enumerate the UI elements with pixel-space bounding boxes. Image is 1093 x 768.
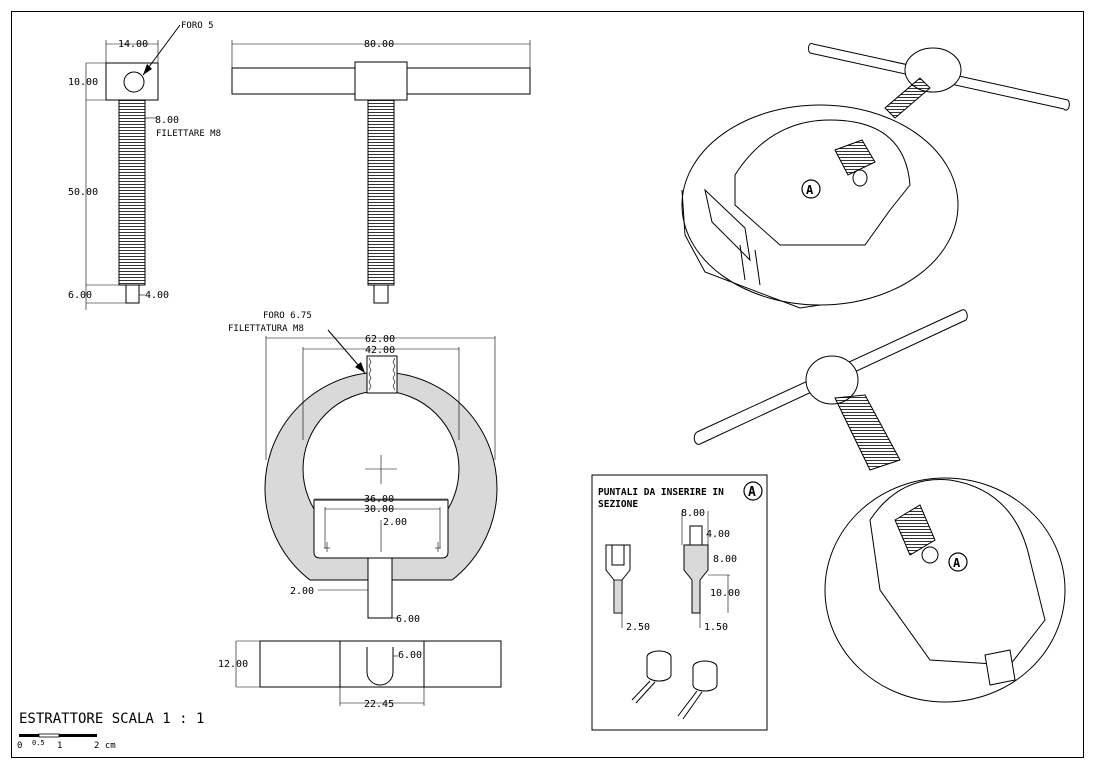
side-thread [367,99,395,286]
thread-note: FILETTARE M8 [156,129,221,139]
iso-marker-bottom: A [953,556,961,570]
dim-tip-diameter: 4.00 [145,290,169,301]
screw-tip [125,284,140,304]
callout-thread-m8: FILETTATURA M8 [228,324,304,334]
ring-threaded-hole [366,355,398,394]
iso-view-bottom: A [693,309,1066,703]
dim-ring-offset: 2.00 [383,517,407,528]
dim-slot-outer: 36.00 [364,494,394,505]
side-head [354,61,408,101]
dim-head-height: 10.00 [68,77,98,88]
ring-lower-slot [367,557,393,619]
ring-bottom-view: 12.00 6.00 22.45 [218,640,502,710]
drawing-title: ESTRATTORE SCALA 1 : 1 [19,711,204,727]
dim-tip-neck: 10.00 [710,588,740,599]
dim-tip-width: 8.00 [681,508,705,519]
callout-hole-5: FORO 5 [181,21,214,31]
dim-slot-inner: 30.00 [364,504,394,515]
dim-ring-side-offset: 2.00 [290,586,314,597]
scale-label-2cm: 2 cm [94,741,116,751]
side-tip [373,284,389,304]
iso-view-top: A [681,42,1070,309]
tips-marker: A [748,485,756,500]
dim-bar-length: 80.00 [364,39,394,50]
tips-title-line1: PUNTALI DA INSERIRE IN [598,487,724,498]
dim-tip-top: 4.00 [706,529,730,540]
tips-box: PUNTALI DA INSERIRE IN SEZIONE A 2.50 8.… [591,474,768,731]
dim-ring-slot-width: 6.00 [396,614,420,625]
dim-tip-b: 1.50 [704,622,728,633]
ring-front-view: 62.00 42.00 36.00 30.00 2.00 2.00 6.00 F… [228,311,498,625]
title-block: ESTRATTORE SCALA 1 : 1 0 0.5 1 2 cm [17,711,204,751]
scale-label-1: 1 [57,741,62,751]
iso-tip-1 [631,650,672,704]
iso-tip-2 [677,660,718,720]
dim-tip-length: 6.00 [68,290,92,301]
dim-thread-diameter: 8.00 [155,115,179,126]
dim-ring-outer: 62.00 [365,334,395,345]
dim-bottom-height: 12.00 [218,659,248,670]
tips-marker-circle [743,481,763,501]
scale-label-0: 0 [17,741,22,751]
bottom-slot [366,647,394,686]
screw-side-view: 80.00 [231,39,531,304]
screw-thread [118,99,146,286]
dim-ring-inner: 42.00 [365,345,395,356]
dim-tip-height: 8.00 [713,554,737,565]
bottom-body [259,640,502,688]
dim-bottom-length: 22.45 [364,699,394,710]
screw-front-view: 14.00 10.00 50.00 6.00 4.00 8.00 FILETTA… [68,21,221,310]
dim-tip-a: 2.50 [626,622,650,633]
dim-head-width: 14.00 [118,39,148,50]
iso-marker-top: A [806,183,814,197]
dim-bottom-slot: 6.00 [398,650,422,661]
drawing-frame [11,11,1084,758]
callout-hole-6-75: FORO 6.75 [263,311,312,321]
scale-label-half: 0.5 [32,739,45,747]
dim-thread-length: 50.00 [68,187,98,198]
tips-title-line2: SEZIONE [598,499,638,510]
screw-head-hole [123,71,145,93]
